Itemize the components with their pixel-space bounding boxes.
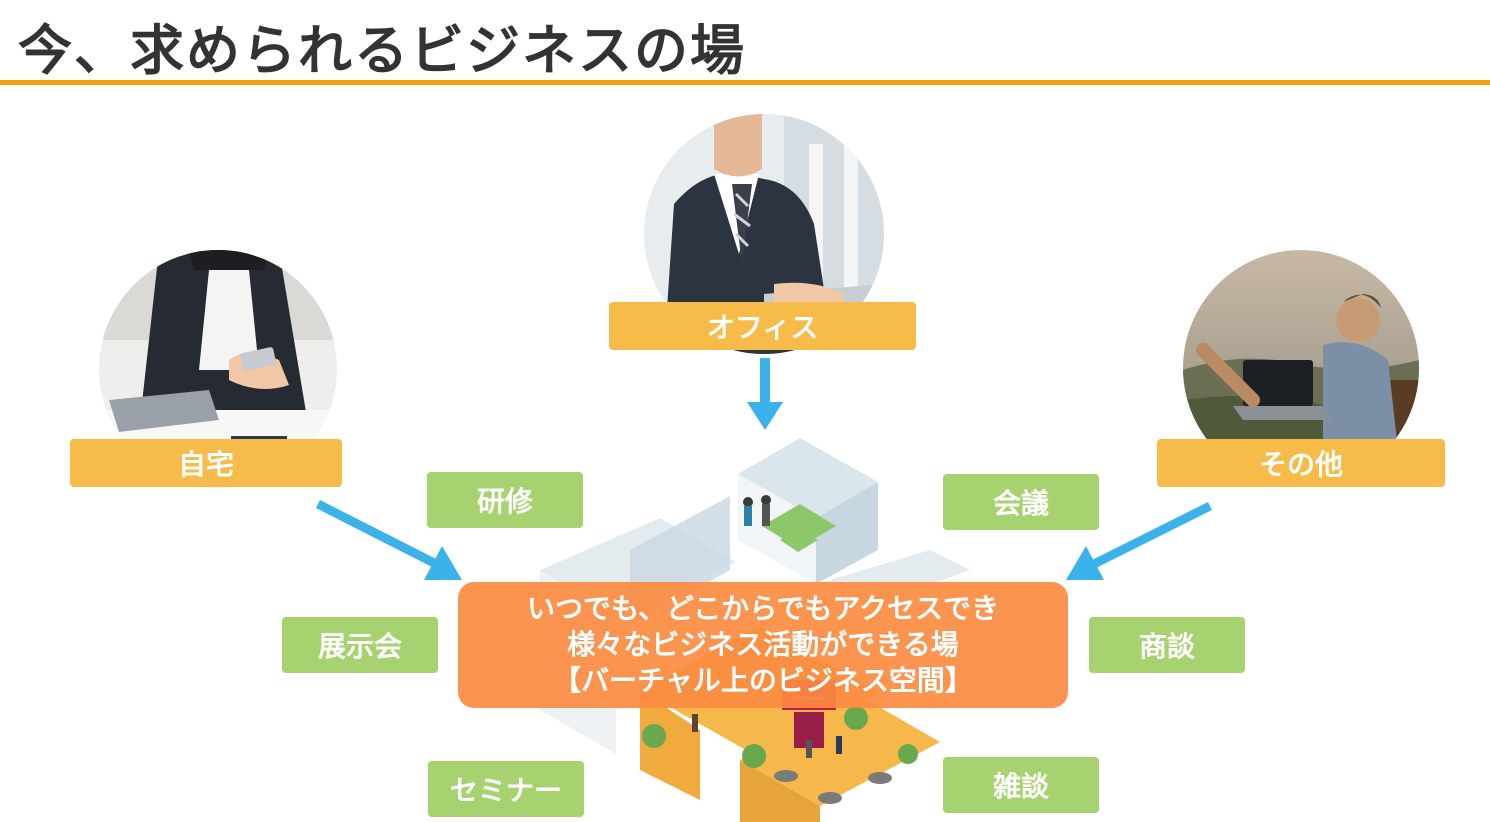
arrow-from-other-icon (1066, 501, 1213, 580)
location-label-home: 自宅 (70, 439, 342, 487)
center-message-box: いつでも、どこからでもアクセスでき 様々なビジネス活動ができる場 【バーチャル上… (458, 582, 1068, 708)
center-message-line-2: 様々なビジネス活動ができる場 (567, 628, 959, 661)
activity-tag-training: 研修 (427, 472, 583, 528)
center-message-line-3: 【バーチャル上のビジネス空間】 (553, 664, 973, 697)
center-message-line-1: いつでも、どこからでもアクセスでき (526, 592, 1000, 625)
activity-tag-meeting: 会議 (943, 474, 1099, 530)
arrow-down-icon (747, 358, 783, 430)
title-divider (0, 80, 1490, 85)
location-label-office: オフィス (609, 302, 916, 350)
activity-tag-exhibition: 展示会 (282, 617, 438, 673)
activity-tag-chat: 雑談 (943, 757, 1099, 813)
activity-tag-seminar: セミナー (428, 761, 584, 817)
arrow-from-home-icon (315, 499, 462, 580)
page-title: 今、求められるビジネスの場 (18, 19, 746, 82)
activity-tag-negotiation: 商談 (1089, 617, 1245, 673)
location-label-other: その他 (1157, 439, 1445, 487)
